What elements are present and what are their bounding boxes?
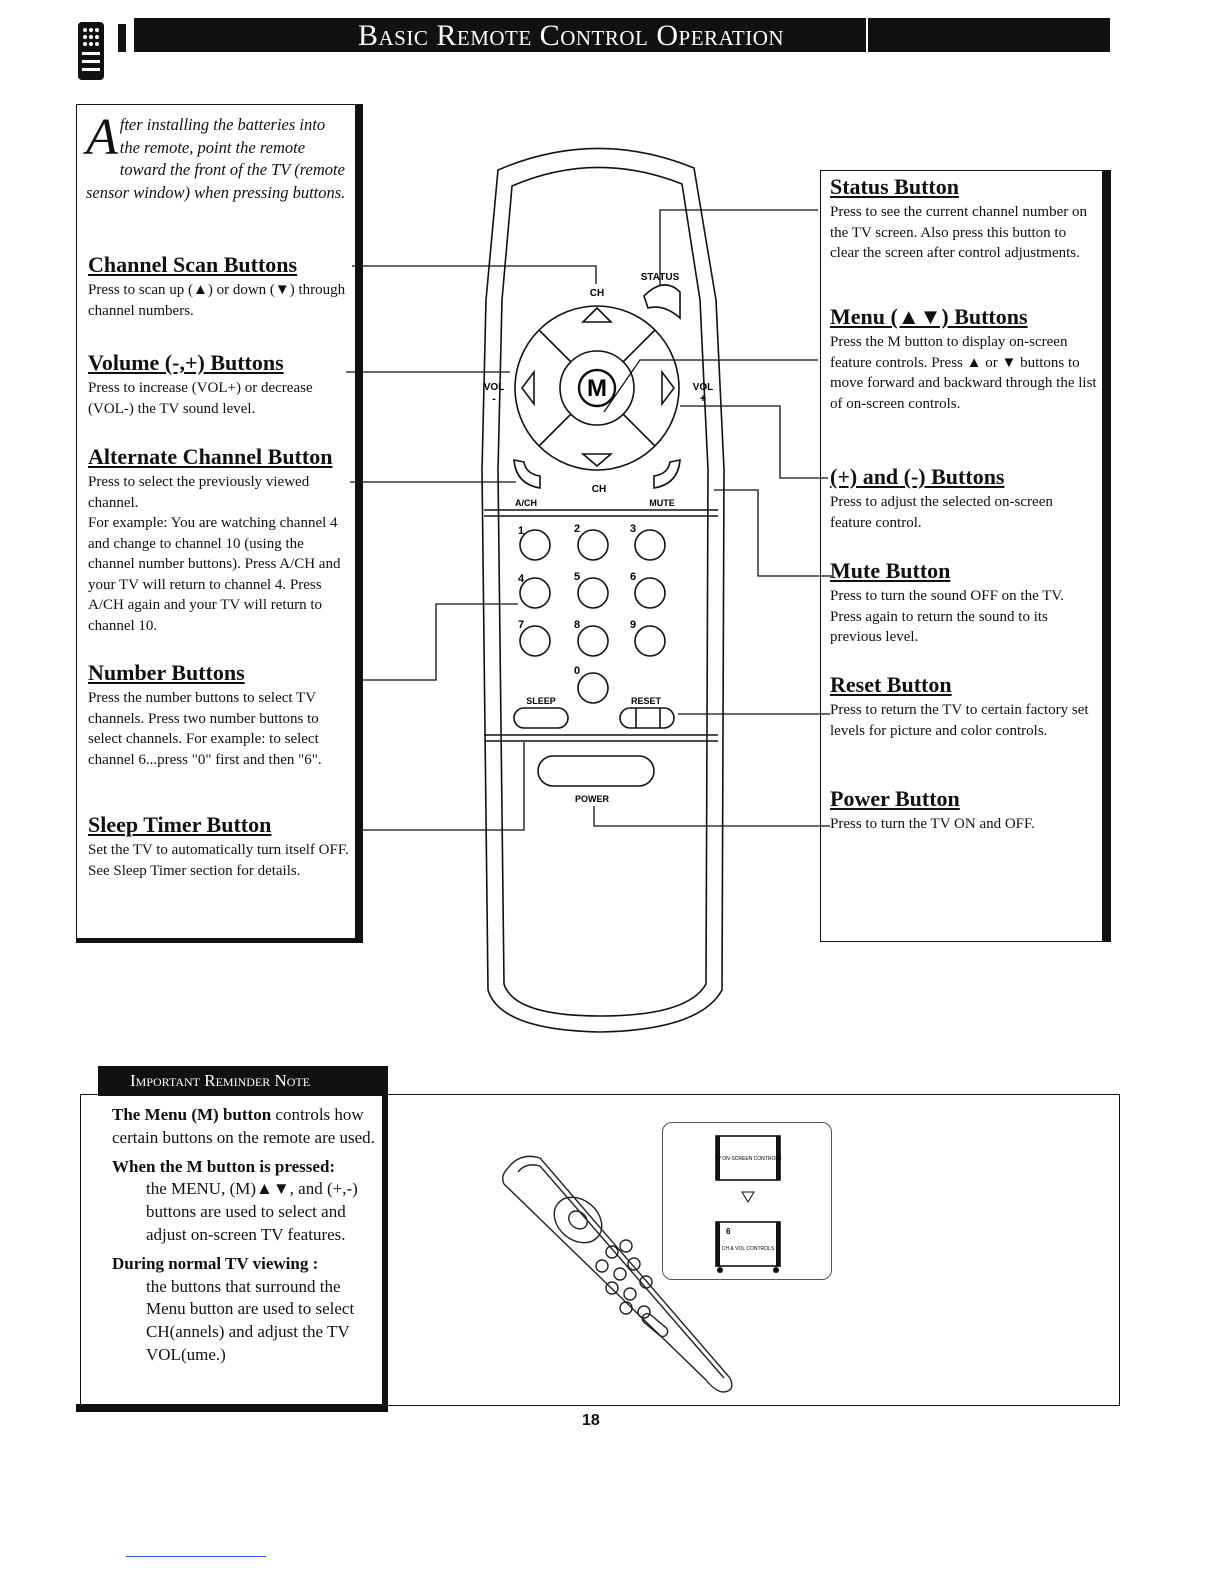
header-divider	[118, 24, 126, 52]
leader-menu	[603, 359, 818, 413]
header-bar	[134, 18, 1110, 52]
note-shadow-v	[382, 1066, 388, 1412]
digit-3: 3	[630, 523, 636, 535]
leader-mute	[714, 489, 832, 577]
vol-plus-sign: +	[700, 393, 706, 405]
note-p2-body: the MENU, (M)▲▼, and (+,-) buttons are u…	[146, 1179, 358, 1244]
section-heading: Volume (-,+) Buttons	[88, 350, 284, 375]
page-title: Basic Remote Control Operation	[358, 19, 785, 52]
section-heading: Number Buttons	[88, 660, 245, 685]
digit-4: 4	[518, 573, 525, 585]
leader-status	[659, 209, 818, 286]
tv-screens-illustration: TV ON-SCREEN CONTROLS 6 CH & VOL CONTROL…	[715, 1135, 783, 1273]
section-alternate-channel: Alternate Channel Button Press to select…	[88, 444, 353, 636]
section-heading: Reset Button	[830, 672, 952, 697]
leader-sleep-timer	[362, 742, 525, 831]
section-text: Press to scan up (▲) or down (▼) through…	[88, 282, 346, 319]
section-heading: Channel Scan Buttons	[88, 252, 298, 277]
section-heading: (+) and (-) Buttons	[830, 464, 1005, 489]
section-heading: Mute Button	[830, 558, 951, 583]
section-text: Press to turn the sound OFF on the TV. P…	[830, 588, 1065, 645]
section-number-buttons: Number Buttons Press the number buttons …	[88, 660, 353, 770]
remote-inner-outline	[497, 166, 709, 1017]
remote-icon	[78, 22, 104, 80]
right-panel	[820, 170, 1103, 942]
digit-8: 8	[574, 619, 580, 631]
note-p2-head: When the M button is pressed:	[112, 1156, 336, 1176]
section-sleep-timer: Sleep Timer Button Set the TV to automat…	[88, 812, 353, 881]
left-panel-shadow-bottom	[76, 938, 363, 943]
right-panel-shadow	[1103, 170, 1111, 942]
section-heading: Power Button	[830, 786, 960, 811]
drop-cap: A	[86, 109, 118, 166]
digit-9: 9	[630, 619, 636, 631]
power-label: POWER	[575, 794, 610, 804]
sleep-label: SLEEP	[526, 696, 556, 706]
section-heading: Sleep Timer Button	[88, 812, 272, 837]
section-plus-minus: (+) and (-) Buttons Press to adjust the …	[830, 464, 1098, 533]
section-text: Press to increase (VOL+) or decrease (VO…	[88, 380, 313, 417]
note-label: Important Reminder Note	[98, 1066, 384, 1096]
section-text: Press to adjust the selected on-screen f…	[830, 494, 1053, 531]
leader-channel-scan	[352, 265, 597, 284]
section-heading: Status Button	[830, 174, 959, 199]
intro-text: fter installing the batteries into the r…	[86, 115, 346, 202]
digit-0: 0	[574, 665, 580, 677]
vol-minus-sign: -	[492, 393, 496, 405]
remote-diagram: M STATUS CH VOL - VOL + A/CH CH MUTE 1 2…	[346, 147, 832, 1033]
section-power: Power Button Press to turn the TV ON and…	[830, 786, 1098, 835]
screen1-label: TV ON-SCREEN CONTROLS	[715, 1156, 783, 1162]
screen2-label: CH & VOL CONTROLS	[722, 1246, 775, 1252]
page-number: 18	[582, 1412, 600, 1429]
note-p3-body: the buttons that surround the Menu butto…	[146, 1276, 355, 1364]
tv-screens-card	[662, 1122, 832, 1280]
leader-power	[593, 806, 830, 827]
left-panel-shadow	[356, 104, 363, 943]
section-menu: Menu (▲▼) Buttons Press the M button to …	[830, 304, 1098, 414]
vol-plus-label: VOL	[693, 382, 714, 393]
note-p3-head: During normal TV viewing :	[112, 1253, 319, 1273]
section-volume: Volume (-,+) Buttons Press to increase (…	[88, 350, 353, 419]
section-heading: Alternate Channel Button	[88, 444, 333, 469]
ach-label: A/CH	[515, 498, 537, 508]
section-text: Press to see the current channel number …	[830, 204, 1087, 261]
screen2-number: 6	[726, 1227, 731, 1236]
section-example: For example: You are watching channel 4 …	[88, 515, 341, 634]
mute-label: MUTE	[649, 498, 675, 508]
ch-down-label: CH	[592, 484, 606, 495]
section-status: Status Button Press to see the current c…	[830, 174, 1098, 264]
ch-up-label: CH	[590, 288, 604, 299]
section-text: Press to return the TV to certain factor…	[830, 702, 1089, 739]
note-p1-rest: controls how certain buttons on the remo…	[112, 1105, 375, 1147]
note-p1-bold: The Menu (M) button	[112, 1105, 272, 1124]
section-text: Press the number buttons to select TV ch…	[88, 690, 322, 768]
reset-label: RESET	[631, 696, 662, 706]
note-text: The Menu (M) button controls how certain…	[112, 1104, 382, 1367]
remote-outline	[481, 147, 725, 1033]
section-heading: Menu (▲▼) Buttons	[830, 304, 1028, 329]
section-reset: Reset Button Press to return the TV to c…	[830, 672, 1098, 741]
note-panel	[80, 1094, 1120, 1406]
vol-minus-label: VOL	[484, 382, 505, 393]
remote-illustration	[501, 1155, 733, 1393]
note-shadow-h	[76, 1404, 388, 1412]
scan-artifact-line	[126, 1556, 266, 1557]
section-text: Set the TV to automatically turn itself …	[88, 842, 349, 879]
digit-5: 5	[574, 571, 580, 583]
header-separator	[866, 18, 868, 52]
digit-2: 2	[574, 523, 580, 535]
section-text: Press the M button to display on-screen …	[830, 334, 1097, 412]
leader-plus-minus	[680, 405, 828, 479]
section-mute: Mute Button Press to turn the sound OFF …	[830, 558, 1098, 648]
note-background	[96, 1096, 382, 1404]
leader-number-buttons	[356, 603, 518, 681]
section-text: Press to turn the TV ON and OFF.	[830, 816, 1035, 832]
digit-6: 6	[630, 571, 636, 583]
menu-button-label: M	[587, 375, 607, 402]
digit-1: 1	[518, 525, 524, 537]
section-channel-scan: Channel Scan Buttons Press to scan up (▲…	[88, 252, 353, 321]
digit-7: 7	[518, 619, 524, 631]
section-text: Press to select the previously viewed ch…	[88, 474, 310, 511]
